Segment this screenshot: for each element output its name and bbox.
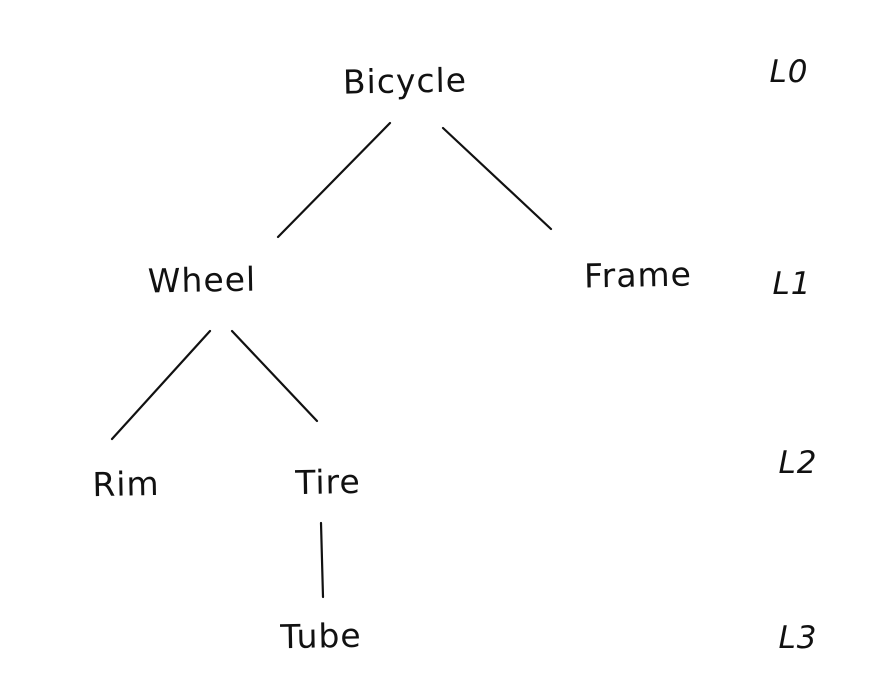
level-label-l1: L1 bbox=[772, 266, 812, 302]
node-frame: Frame bbox=[583, 254, 693, 296]
edge-bicycle-frame bbox=[441, 126, 553, 231]
node-rim: Rim bbox=[92, 463, 160, 505]
level-label-l0: L0 bbox=[769, 54, 809, 90]
level-label-l3: L3 bbox=[778, 620, 818, 656]
edge-bicycle-wheel bbox=[276, 121, 392, 239]
node-wheel: Wheel bbox=[147, 259, 257, 301]
node-tube: Tube bbox=[280, 615, 362, 657]
level-label-l2: L2 bbox=[778, 445, 818, 481]
node-tire: Tire bbox=[294, 461, 362, 503]
edge-wheel-rim bbox=[110, 329, 212, 441]
node-bicycle: Bicycle bbox=[342, 60, 468, 102]
edge-tire-tube bbox=[319, 521, 325, 599]
edge-wheel-tire bbox=[230, 329, 319, 423]
